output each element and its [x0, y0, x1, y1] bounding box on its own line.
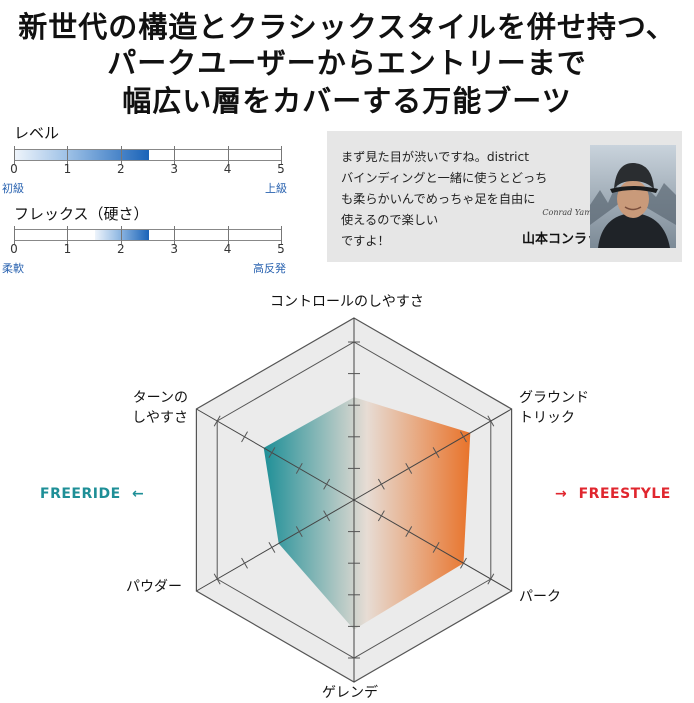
- level-high-label: 上級: [265, 182, 287, 195]
- radar-tick: [323, 478, 331, 490]
- arrow-left-icon: ←: [132, 486, 145, 502]
- rider-photo: [590, 145, 676, 248]
- level-tick-label: 2: [116, 162, 125, 176]
- radar-tick: [432, 447, 440, 459]
- level-fill: [15, 150, 149, 160]
- rider-comment-box: まず見た目が渋いですね。district バインディングと一緒に使うとどっち も…: [327, 131, 682, 262]
- flex-fill: [95, 230, 149, 240]
- radar-tick: [213, 415, 221, 427]
- radar-axis-label: ゲレンデ: [322, 683, 378, 703]
- radar-axis-label: パウダー: [126, 577, 182, 597]
- level-low-label: 初級: [2, 182, 24, 195]
- radar-axis-label: グラウンドトリック: [519, 388, 589, 428]
- comment-line: 使えるので楽しい: [341, 213, 439, 227]
- flex-tick-label: 1: [63, 242, 72, 256]
- radar-tick: [377, 478, 385, 490]
- radar-axis-line: [353, 499, 512, 592]
- flex-tick-label: 3: [170, 242, 179, 256]
- level-tick: [174, 146, 176, 164]
- comment-line: まず見た目が渋いですね。district: [341, 150, 530, 164]
- radar-tick: [213, 573, 221, 585]
- flex-high-label: 高反発: [253, 262, 286, 275]
- radar-tick: [268, 541, 276, 553]
- radar-tick: [460, 431, 467, 443]
- radar-axis-label-line: トリック: [519, 410, 575, 426]
- flex-tick: [14, 226, 15, 244]
- flex-low-label: 柔軟: [2, 262, 24, 275]
- freestyle-text: FREESTYLE: [578, 486, 671, 502]
- radar-axis-label-line: ゲレンデ: [322, 685, 378, 701]
- radar-tick: [460, 557, 467, 569]
- comment-line: も柔らかいんでめっちゃ足を自由に: [341, 192, 536, 206]
- flex-tick: [174, 226, 176, 244]
- rider-signature: Conrad Yamamoto: [542, 208, 617, 217]
- flex-tick: [120, 226, 122, 244]
- level-tick: [281, 146, 282, 164]
- level-title: レベル: [14, 124, 60, 142]
- freeride-text: FREERIDE: [40, 486, 121, 502]
- radar-axis-label-line: パーク: [519, 589, 561, 605]
- radar-tick: [295, 526, 303, 538]
- level-tick-label: 3: [170, 162, 179, 176]
- headline-line-3: 幅広い層をカバーする万能ブーツ: [122, 84, 572, 118]
- freestyle-label: → FREESTYLE: [555, 486, 671, 502]
- level-tick: [14, 146, 15, 164]
- flex-tick: [67, 226, 69, 244]
- flex-tick-label: 4: [223, 242, 232, 256]
- radar-tick: [432, 541, 440, 553]
- radar-axis-label-line: コントロールのしやすさ: [270, 294, 424, 310]
- radar-tick: [268, 447, 276, 459]
- flex-title: フレックス（硬さ）: [14, 205, 149, 223]
- radar-axis-line: [196, 499, 355, 592]
- headline-line-2: パークユーザーからエントリーまで: [107, 46, 587, 80]
- freeride-label: FREERIDE ←: [40, 486, 144, 502]
- arrow-right-icon: →: [555, 486, 568, 502]
- radar-axis-label-line: パウダー: [126, 579, 182, 595]
- radar-axis-label-line: ターンの: [132, 390, 188, 406]
- flex-tick: [281, 226, 282, 244]
- flex-tick-label: 5: [277, 242, 285, 256]
- radar-data-area: [263, 397, 471, 630]
- radar-axes: [196, 318, 512, 682]
- rider-comment: まず見た目が渋いですね。district バインディングと一緒に使うとどっち も…: [341, 147, 591, 252]
- flex-tick-label: 0: [10, 242, 18, 256]
- radar-axis-line: [353, 408, 512, 501]
- level-tick: [120, 146, 122, 164]
- radar-tick: [241, 431, 248, 443]
- radar-axis-line: [196, 408, 355, 501]
- flex-tick-label: 2: [116, 242, 125, 256]
- level-tick-label: 5: [277, 162, 285, 176]
- radar-tick: [323, 510, 331, 522]
- radar-axis-label: ターンのしやすさ: [80, 388, 188, 428]
- radar-axis-label-line: しやすさ: [132, 410, 188, 426]
- level-tick-label: 4: [223, 162, 232, 176]
- radar-tick: [405, 462, 413, 474]
- radar-tick: [487, 573, 495, 585]
- radar-axis-label: コントロールのしやすさ: [270, 292, 424, 312]
- level-tick-label: 1: [63, 162, 72, 176]
- comment-line: ですよ！: [341, 234, 390, 248]
- level-tick-label: 0: [10, 162, 18, 176]
- level-tick: [227, 146, 229, 164]
- flex-tick: [227, 226, 229, 244]
- comment-line: バインディングと一緒に使うとどっち: [341, 171, 548, 185]
- radar-tick: [487, 415, 495, 427]
- radar-tick: [377, 510, 385, 522]
- radar-tick: [295, 462, 303, 474]
- radar-tick: [241, 557, 248, 569]
- headline-line-1: 新世代の構造とクラシックスタイルを併せ持つ、: [18, 10, 676, 44]
- level-tick: [67, 146, 69, 164]
- radar-tick: [405, 526, 413, 538]
- radar-axis-label-line: グラウンド: [519, 390, 589, 406]
- radar-axis-label: パーク: [519, 587, 561, 607]
